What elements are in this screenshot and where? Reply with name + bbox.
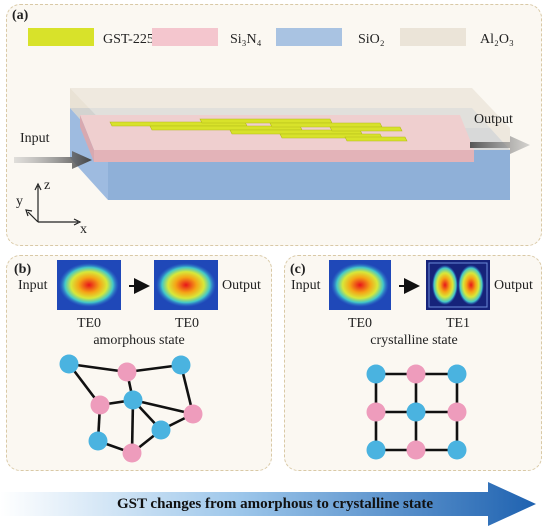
sio2-substrate-front xyxy=(108,150,510,200)
mode-profile-te0-output-b xyxy=(154,260,218,310)
legend-label-gst: GST-225 xyxy=(103,32,154,47)
coordinate-axes-icon xyxy=(25,182,82,226)
node-pink xyxy=(90,395,110,415)
legend-swatch-gst xyxy=(28,28,94,46)
mode-label-c-out: TE1 xyxy=(445,316,471,331)
input-label-a: Input xyxy=(20,131,50,146)
node-blue xyxy=(123,390,143,410)
mode-label-c-in: TE0 xyxy=(347,316,373,331)
input-arrow-icon xyxy=(14,151,92,169)
state-label-c: crystalline state xyxy=(370,333,458,348)
mode-label-b-in: TE0 xyxy=(76,316,102,331)
node-pink xyxy=(447,402,467,422)
sio2-substrate-side xyxy=(70,108,108,200)
node-blue xyxy=(171,355,191,375)
legend-swatch-sio2 xyxy=(276,28,342,46)
gst-strips xyxy=(109,118,408,142)
node-blue xyxy=(447,440,467,460)
node-blue xyxy=(151,420,171,440)
transition-arrow-icon xyxy=(0,482,536,526)
axis-z-label: z xyxy=(44,178,51,193)
node-pink xyxy=(117,362,137,382)
amorphous-network-nodes xyxy=(59,354,203,463)
panel-b-label: (b) xyxy=(14,262,32,277)
output-label-c: Output xyxy=(494,278,533,293)
legend-label-al2o3: Al₂O₃ xyxy=(480,32,514,47)
mode-profile-te0-input-b xyxy=(57,260,121,310)
node-pink xyxy=(406,440,426,460)
node-pink xyxy=(122,443,142,463)
gst-strip xyxy=(344,136,408,142)
node-blue xyxy=(366,440,386,460)
mode-profile-te0-input-c xyxy=(329,260,391,310)
legend-swatch-al2o3 xyxy=(400,28,466,46)
gst-strip xyxy=(329,126,403,132)
axis-x-label: x xyxy=(80,222,87,237)
legend-label-si3n4: Si₃N₄ xyxy=(230,32,262,47)
panel-a-label: (a) xyxy=(12,8,29,23)
output-arrow-icon xyxy=(470,136,530,154)
input-label-c: Input xyxy=(291,278,321,293)
mode-label-b-out: TE0 xyxy=(174,316,200,331)
crystalline-lattice-nodes xyxy=(366,364,467,460)
panel-c-label: (c) xyxy=(290,262,306,277)
node-blue xyxy=(406,402,426,422)
node-pink xyxy=(183,404,203,424)
node-blue xyxy=(59,354,79,374)
legend-label-sio2: SiO₂ xyxy=(358,32,385,47)
node-pink xyxy=(366,402,386,422)
node-blue xyxy=(88,431,108,451)
state-label-b: amorphous state xyxy=(93,333,185,348)
device-3d-diagram xyxy=(14,88,530,226)
mode-profile-te1-output-c xyxy=(426,260,490,310)
si3n4-waveguide-side xyxy=(80,115,94,162)
axis-y-label: y xyxy=(16,194,23,209)
node-pink xyxy=(406,364,426,384)
node-blue xyxy=(366,364,386,384)
input-label-b: Input xyxy=(18,278,48,293)
si3n4-waveguide-front xyxy=(94,150,474,162)
legend-swatch-si3n4 xyxy=(152,28,218,46)
output-label-b: Output xyxy=(222,278,261,293)
output-label-a: Output xyxy=(474,112,513,127)
node-blue xyxy=(447,364,467,384)
bottom-caption: GST changes from amorphous to crystallin… xyxy=(116,496,434,512)
